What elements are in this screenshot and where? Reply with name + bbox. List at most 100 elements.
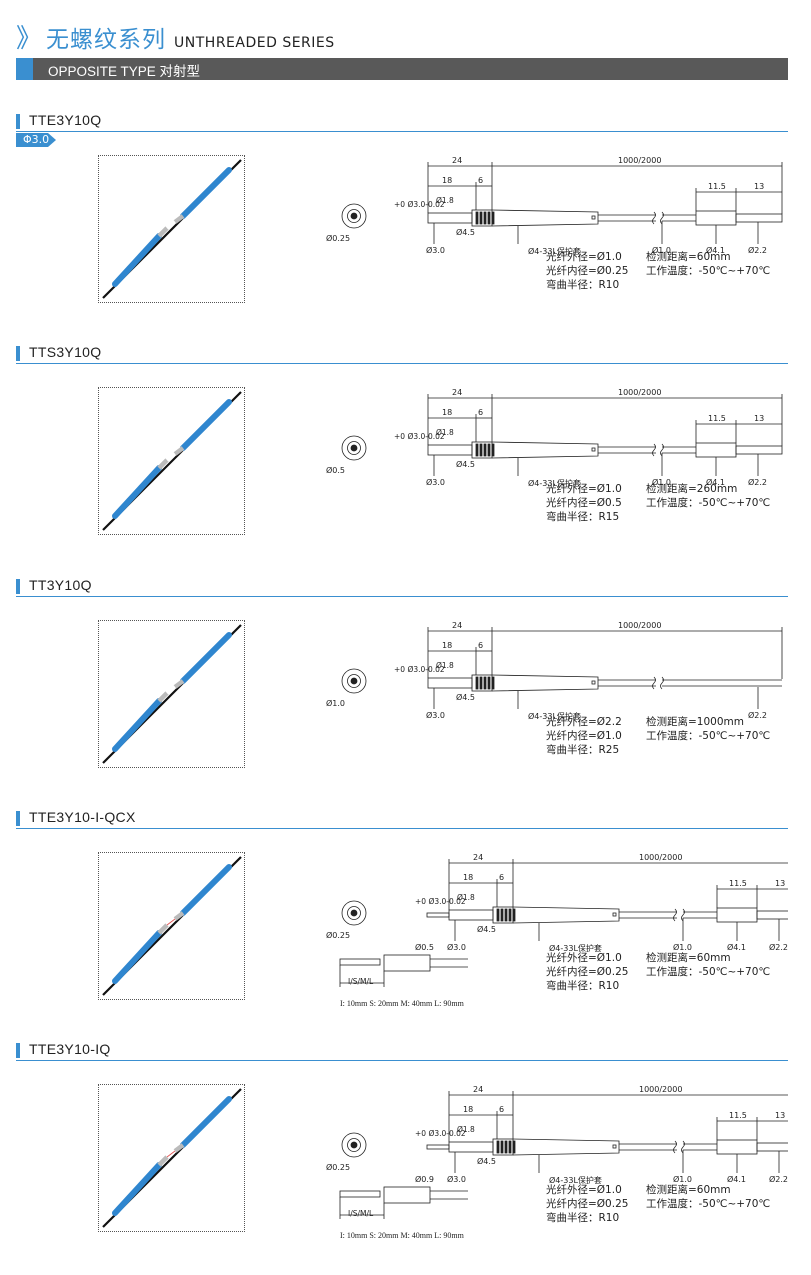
product-photo bbox=[98, 155, 245, 303]
spec-line: 检测距离=260mm bbox=[646, 483, 738, 495]
label-sleeve: Ø4-33L保护套 bbox=[549, 944, 602, 953]
spec-line: 检测距离=60mm bbox=[646, 952, 731, 964]
dim-6: 6 bbox=[478, 641, 484, 650]
spec-line: 工作温度：-50℃~+70℃ bbox=[646, 966, 771, 978]
spec-line: 光纤外径=Ø2.2 bbox=[546, 716, 622, 728]
dimension-drawing bbox=[341, 162, 783, 244]
series-title-en: UNTHREADED SERIES bbox=[174, 35, 335, 51]
dim-length: 1000/2000 bbox=[639, 853, 683, 862]
spec-line: 弯曲半径：R10 bbox=[546, 980, 620, 992]
fiber-specs: 光纤外径=Ø2.2 光纤内径=Ø1.0 弯曲半径：R25 bbox=[546, 715, 622, 757]
spec-line: 工作温度：-50℃~+70℃ bbox=[646, 1198, 771, 1210]
spec-line: 光纤内径=Ø0.25 bbox=[546, 1198, 629, 1210]
dim-18: 18 bbox=[442, 176, 453, 185]
dim-11-5: 11.5 bbox=[708, 182, 726, 191]
dimension-drawing bbox=[341, 394, 783, 476]
spec-line: 弯曲半径：R15 bbox=[546, 511, 620, 523]
dim-1-8: Ø1.8 bbox=[436, 196, 454, 205]
diameter-tag-label: Φ3.0 bbox=[23, 133, 50, 146]
section-rule bbox=[16, 1060, 788, 1061]
label-fiber-1: Ø1.0 bbox=[673, 1175, 693, 1184]
spec-line: 光纤内径=Ø1.0 bbox=[546, 730, 622, 742]
dimension-drawing bbox=[341, 627, 783, 709]
label-end-diameter: Ø0.5 bbox=[326, 466, 346, 475]
label-4-5: Ø4.5 bbox=[477, 1157, 497, 1166]
dim-13: 13 bbox=[754, 414, 765, 423]
label-head: Ø3.0 bbox=[447, 1175, 467, 1184]
dim-24: 24 bbox=[452, 388, 463, 397]
label-fiber-3: Ø2.2 bbox=[769, 1175, 789, 1184]
dim-13: 13 bbox=[754, 182, 765, 191]
spec-line: 光纤内径=Ø0.25 bbox=[546, 265, 629, 277]
diameter-tag: Φ3.0 bbox=[16, 133, 56, 147]
spec-line: 工作温度：-50℃~+70℃ bbox=[646, 265, 771, 277]
label-end-diameter: Ø1.0 bbox=[326, 699, 346, 708]
spec-line: 工作温度：-50℃~+70℃ bbox=[646, 497, 771, 509]
spec-line: 弯曲半径：R10 bbox=[546, 1212, 620, 1224]
spec-line: 检测距离=1000mm bbox=[646, 716, 744, 728]
product-photo bbox=[98, 620, 245, 768]
dimension-drawing bbox=[341, 859, 804, 941]
label-4-5: Ø4.5 bbox=[456, 693, 476, 702]
dim-18: 18 bbox=[442, 408, 453, 417]
label-4-5: Ø4.5 bbox=[456, 228, 476, 237]
dim-13: 13 bbox=[775, 879, 786, 888]
section-rule bbox=[16, 596, 788, 597]
dim-tolerance: +0 Ø3.0-0.02 bbox=[394, 665, 445, 674]
dim-length: 1000/2000 bbox=[618, 156, 662, 165]
label-head: Ø3.0 bbox=[426, 478, 446, 487]
spec-line: 弯曲半径：R25 bbox=[546, 744, 620, 756]
section-marker bbox=[16, 1043, 20, 1058]
dim-tolerance: +0 Ø3.0-0.02 bbox=[394, 432, 445, 441]
label-fiber-1: Ø1.0 bbox=[673, 943, 693, 952]
label-sleeve: Ø4-33L保护套 bbox=[549, 1176, 602, 1185]
product-photo bbox=[98, 1084, 245, 1232]
product-name: TTE3Y10Q bbox=[29, 112, 102, 128]
section-marker bbox=[16, 579, 20, 594]
dim-18: 18 bbox=[463, 1105, 474, 1114]
dim-24: 24 bbox=[473, 853, 484, 862]
dim-24: 24 bbox=[452, 156, 463, 165]
label-sleeve: Ø4-33L保护套 bbox=[528, 479, 581, 488]
label-4-5: Ø4.5 bbox=[456, 460, 476, 469]
section-rule bbox=[16, 131, 788, 132]
label-end-diameter: Ø0.25 bbox=[326, 234, 351, 243]
fiber-image bbox=[102, 624, 242, 764]
page-header: 》 无螺纹系列 UNTHREADED SERIES bbox=[16, 18, 335, 54]
type-band: OPPOSITE TYPE 对射型 bbox=[16, 58, 788, 80]
label-head: Ø3.0 bbox=[426, 711, 446, 720]
product-name: TTE3Y10-I-QCX bbox=[29, 809, 136, 825]
type-label: OPPOSITE TYPE 对射型 bbox=[48, 64, 201, 79]
spec-line: 光纤外径=Ø1.0 bbox=[546, 251, 622, 263]
dim-11-5: 11.5 bbox=[708, 414, 726, 423]
label-end-diameter: Ø0.25 bbox=[326, 1163, 351, 1172]
fiber-image bbox=[102, 856, 242, 996]
dim-11-5: 11.5 bbox=[729, 879, 747, 888]
label-4-5: Ø4.5 bbox=[477, 925, 497, 934]
dim-1-8: Ø1.8 bbox=[436, 428, 454, 437]
product-name: TTS3Y10Q bbox=[29, 344, 102, 360]
label-fiber-2: Ø4.1 bbox=[706, 246, 726, 255]
dim-13: 13 bbox=[775, 1111, 786, 1120]
label-isml: I/S/M/L bbox=[348, 977, 374, 986]
label-fiber-3: Ø2.2 bbox=[748, 246, 768, 255]
detection-specs: 检测距离=260mm 工作温度：-50℃~+70℃ bbox=[646, 482, 770, 510]
dim-6: 6 bbox=[499, 1105, 505, 1114]
spec-line: 光纤内径=Ø0.25 bbox=[546, 966, 629, 978]
label-fiber-2: Ø4.1 bbox=[727, 943, 747, 952]
dim-length: 1000/2000 bbox=[618, 388, 662, 397]
tip-length-note: I: 10mm S: 20mm M: 40mm L: 90mm bbox=[340, 1231, 464, 1240]
label-head: Ø3.0 bbox=[426, 246, 446, 255]
label-fiber-3: Ø2.2 bbox=[748, 478, 768, 487]
label-fiber-3: Ø2.2 bbox=[748, 711, 768, 720]
